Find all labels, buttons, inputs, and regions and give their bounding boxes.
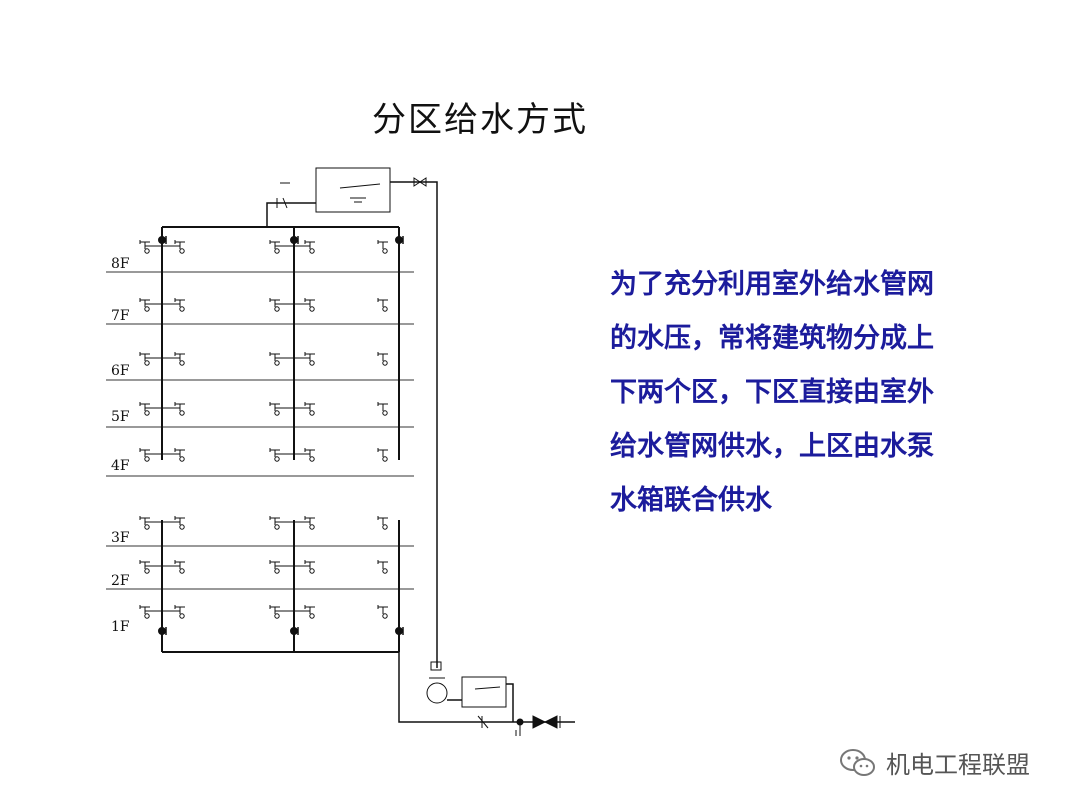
floor-label: 5F — [111, 409, 130, 425]
faucet-fixture — [174, 605, 185, 619]
junction-dot — [395, 236, 403, 244]
floor-label: 3F — [111, 530, 130, 546]
floor-label: 2F — [111, 573, 130, 589]
pump-valve — [430, 661, 442, 671]
junction-dot — [290, 236, 298, 244]
faucet-fixture — [139, 240, 150, 254]
faucet-fixture — [174, 402, 185, 416]
faucet-fixture — [304, 352, 315, 366]
faucet-fixture — [139, 402, 150, 416]
faucet-fixture — [269, 448, 280, 462]
faucet-fixture — [377, 516, 388, 530]
faucet-fixture — [269, 605, 280, 619]
faucet-fixture — [174, 240, 185, 254]
faucet-fixture — [377, 298, 388, 312]
faucet-fixture — [269, 516, 280, 530]
floor-label: 7F — [111, 308, 130, 324]
junction-dot — [158, 627, 166, 635]
description-line: 下两个区，下区直接由室外 — [610, 377, 934, 408]
faucet-fixture — [269, 240, 280, 254]
floor-label: 1F — [111, 619, 130, 635]
faucet-fixture — [139, 516, 150, 530]
floor-label: 4F — [111, 458, 130, 474]
roof-water-tank — [315, 167, 391, 213]
faucet-fixture — [269, 352, 280, 366]
description-text: 为了充分利用室外给水管网 的水压，常将建筑物分成上 下两个区，下区直接由室外 给… — [610, 258, 990, 528]
service-valve — [543, 715, 558, 729]
tank-outlet-pipe — [266, 202, 316, 227]
faucet-fixture — [377, 605, 388, 619]
faucet-fixture — [174, 516, 185, 530]
service-main-pipe — [398, 652, 575, 723]
faucet-fixture — [139, 560, 150, 574]
faucet-fixture — [304, 298, 315, 312]
junction-dot — [290, 627, 298, 635]
watermark: 机电工程联盟 — [838, 745, 1030, 780]
faucet-fixture — [304, 516, 315, 530]
tank-feed-pipe — [506, 683, 514, 722]
wechat-icon — [840, 748, 875, 776]
junction-dot — [158, 236, 166, 244]
suction-tank — [461, 676, 507, 708]
tank-water-level — [339, 183, 381, 189]
faucet-fixture — [269, 560, 280, 574]
faucet-fixture — [139, 352, 150, 366]
faucet-fixture — [174, 352, 185, 366]
faucet-fixture — [174, 448, 185, 462]
faucet-fixture — [304, 402, 315, 416]
faucet-fixture — [269, 402, 280, 416]
inlet-valve — [419, 177, 427, 187]
service-valve — [532, 715, 547, 729]
water-pump — [426, 682, 448, 704]
faucet-fixture — [304, 448, 315, 462]
faucet-fixture — [377, 240, 388, 254]
faucet-fixture — [304, 560, 315, 574]
faucet-fixture — [377, 402, 388, 416]
description-line: 为了充分利用室外给水管网 — [610, 269, 934, 300]
floor-label: 6F — [111, 363, 130, 379]
floor-label: 8F — [111, 256, 130, 272]
faucet-fixture — [139, 298, 150, 312]
faucet-fixture — [377, 352, 388, 366]
page-title: 分区给水方式 — [372, 100, 588, 140]
description-line: 给水管网供水，上区由水泵 — [610, 431, 934, 462]
faucet-fixture — [174, 298, 185, 312]
watermark-text: 机电工程联盟 — [886, 751, 1030, 779]
faucet-fixture — [139, 448, 150, 462]
faucet-fixture — [304, 240, 315, 254]
pump-discharge-pipe — [390, 181, 438, 668]
faucet-fixture — [269, 298, 280, 312]
inlet-valve — [413, 177, 421, 187]
service-check-valve — [477, 715, 489, 729]
faucet-fixture — [304, 605, 315, 619]
faucet-fixture — [139, 605, 150, 619]
description-line: 的水压，常将建筑物分成上 — [610, 323, 934, 354]
faucet-fixture — [174, 560, 185, 574]
faucet-fixture — [377, 448, 388, 462]
description-line: 水箱联合供水 — [610, 485, 772, 516]
check-valve — [282, 197, 288, 209]
faucet-fixture — [377, 560, 388, 574]
junction-dot — [395, 627, 403, 635]
suction-tank-level — [474, 686, 501, 690]
